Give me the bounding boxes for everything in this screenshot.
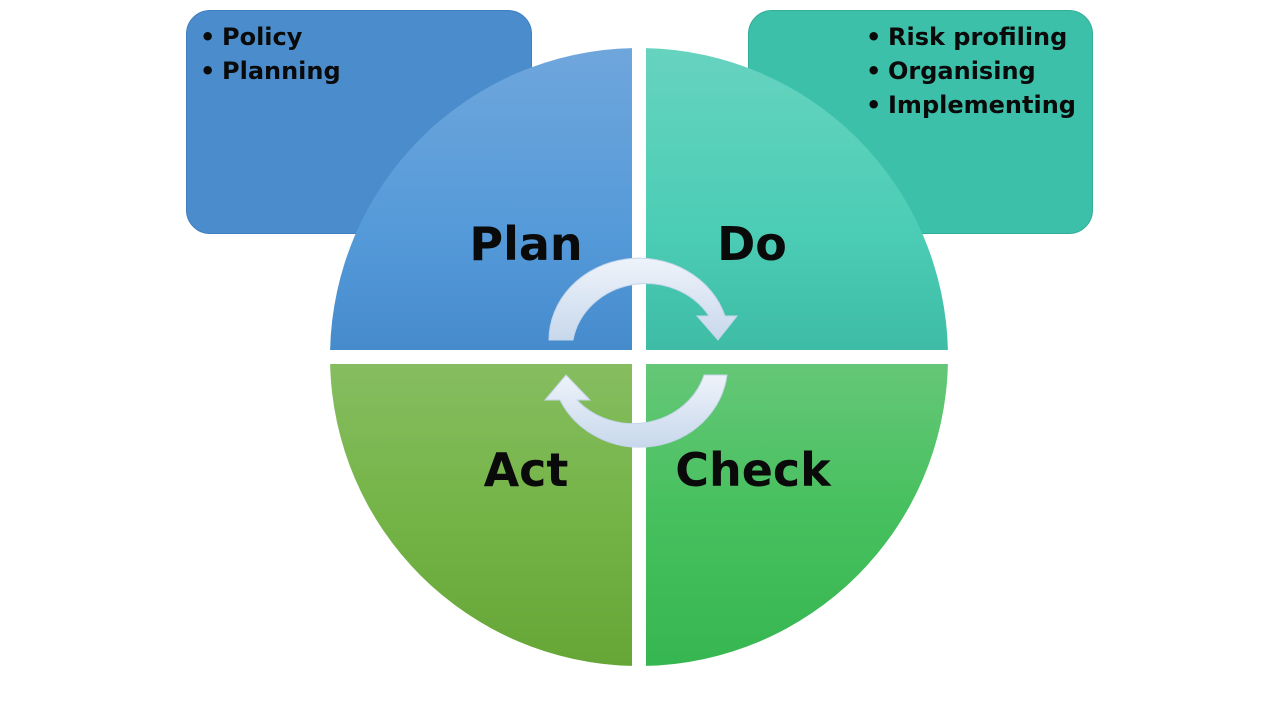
bullet-item: Policy <box>200 20 341 54</box>
act-label: Act <box>484 443 569 497</box>
act-quadrant <box>330 364 632 666</box>
bullet-item: Risk profiling <box>866 20 1076 54</box>
bullet-item: Implementing <box>866 88 1076 122</box>
plan-to-do-arrow-icon <box>548 257 739 341</box>
check-label: Check <box>675 443 832 497</box>
check-to-act-arrow-icon <box>543 374 728 448</box>
do-bullet-list: Risk profiling Organising Implementing <box>866 20 1076 122</box>
bullet-item: Organising <box>866 54 1076 88</box>
check-quadrant <box>646 364 948 666</box>
plan-bullet-list: Policy Planning <box>200 20 341 88</box>
plan-quadrant <box>330 48 632 350</box>
do-quadrant <box>646 48 948 350</box>
do-label: Do <box>717 217 787 271</box>
plan-label: Plan <box>469 217 582 271</box>
bullet-item: Planning <box>200 54 341 88</box>
